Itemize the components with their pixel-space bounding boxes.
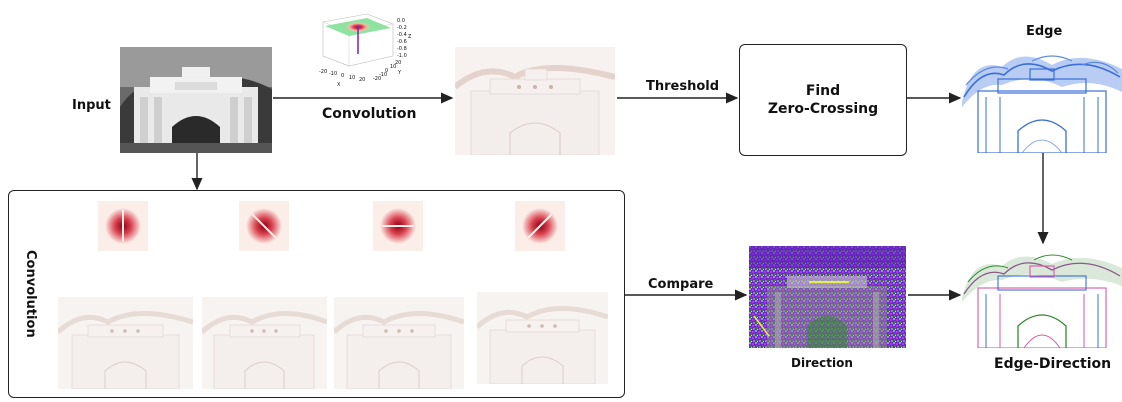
plot-ztick-4: -0.8 xyxy=(397,46,407,52)
plot-xlabel: X xyxy=(337,82,341,88)
plot-ytick-3: 10 xyxy=(390,64,397,70)
plot-ztick-3: -0.6 xyxy=(397,39,407,45)
plot-ytick-0: -20 xyxy=(373,76,382,82)
filtered-image-1 xyxy=(58,297,193,389)
filtered-image-3 xyxy=(334,297,464,389)
plot-ylabel: Y xyxy=(398,70,402,76)
plot-ytick-2: 0 xyxy=(385,68,389,74)
plot-ztick-5: -1.0 xyxy=(397,53,407,59)
directional-kernel-1 xyxy=(98,201,148,251)
directional-kernel-3 xyxy=(373,201,423,251)
label-convolution-side: Convolution xyxy=(23,250,38,338)
plot-xtick-3: 10 xyxy=(349,75,356,81)
label-direction: Direction xyxy=(791,356,853,370)
direction-image xyxy=(749,246,906,348)
label-edge: Edge xyxy=(1026,24,1063,39)
plot-xtick-0: -20 xyxy=(319,69,328,75)
convolved-image xyxy=(455,47,615,155)
input-image xyxy=(120,47,272,153)
filtered-image-4 xyxy=(477,292,608,384)
plot-xtick-2: 0 xyxy=(341,73,345,79)
label-convolution-top: Convolution xyxy=(322,106,417,122)
plot-ytick-1: -10 xyxy=(379,72,388,78)
plot-xtick-1: -10 xyxy=(329,71,338,77)
plot-ztick-1: -0.2 xyxy=(397,25,407,31)
kernel-3d-plot: 0.0 -0.2 -0.4 -0.6 -0.8 -1.0 Z -20 -10 0… xyxy=(315,4,412,90)
directional-kernel-2 xyxy=(239,201,289,251)
plot-zlabel: Z xyxy=(408,34,412,40)
edge-image xyxy=(962,47,1122,153)
find-label-line1: Find xyxy=(805,83,841,99)
label-threshold: Threshold xyxy=(646,79,720,94)
label-input: Input xyxy=(72,98,111,113)
plot-ztick-0: 0.0 xyxy=(397,18,405,24)
directional-kernel-4 xyxy=(515,201,565,251)
label-compare: Compare xyxy=(648,277,714,292)
plot-ytick-4: 20 xyxy=(395,60,402,66)
plot-xtick-4: 20 xyxy=(359,77,366,83)
label-edge-direction: Edge-Direction xyxy=(994,356,1112,372)
find-zero-crossing-box: Find Zero-Crossing xyxy=(739,44,907,156)
filtered-image-2 xyxy=(202,297,327,389)
plot-ztick-2: -0.4 xyxy=(397,32,407,38)
edge-direction-image xyxy=(962,246,1122,348)
find-label-line2: Zero-Crossing xyxy=(767,101,879,117)
